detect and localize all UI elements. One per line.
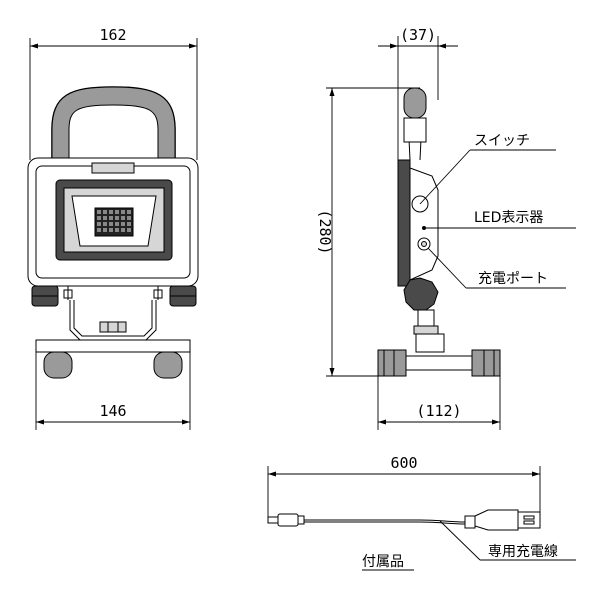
- side-height-dimension: (280): [316, 87, 420, 377]
- accessory-cable: 600 専用充電線 付属品: [267, 454, 576, 571]
- tilt-knobs: [31, 285, 197, 307]
- led-array: [94, 207, 134, 237]
- callout-switch: スイッチ: [419, 133, 556, 205]
- side-handle: [403, 87, 427, 161]
- side-stand: [377, 277, 501, 377]
- carry-handle: [51, 86, 176, 161]
- switch-label: スイッチ: [474, 133, 530, 149]
- cable-label: 専用充電線: [488, 544, 558, 560]
- base-feet: [35, 339, 191, 379]
- callout-led-indicator: LED表示器: [426, 210, 576, 229]
- led-indicator-label: LED表示器: [474, 210, 543, 226]
- side-height-label: (280): [316, 209, 334, 254]
- usb-plug: [474, 509, 541, 531]
- dc-plug: [267, 513, 305, 527]
- callout-charge-port: 充電ポート: [427, 247, 566, 289]
- side-stand-dimension: (112): [377, 376, 501, 430]
- cable-length-label: 600: [390, 454, 417, 472]
- side-body: [397, 159, 439, 287]
- side-view: (37) (280): [316, 26, 576, 430]
- front-width-label: 162: [99, 26, 126, 44]
- charge-port-label: 充電ポート: [478, 271, 548, 287]
- side-depth-label: (37): [400, 26, 436, 44]
- front-base-dimension: 146: [35, 352, 191, 430]
- accessories-heading: 付属品: [362, 554, 404, 570]
- side-stand-label: (112): [416, 402, 461, 420]
- cable-length-dimension: 600: [267, 454, 541, 518]
- front-base-label: 146: [99, 402, 126, 420]
- stand-bracket: [63, 286, 163, 341]
- side-depth-dimension: (37): [378, 26, 458, 165]
- front-view: 162: [27, 26, 199, 430]
- light-housing: [27, 157, 199, 287]
- front-width-dimension: 162: [29, 26, 198, 160]
